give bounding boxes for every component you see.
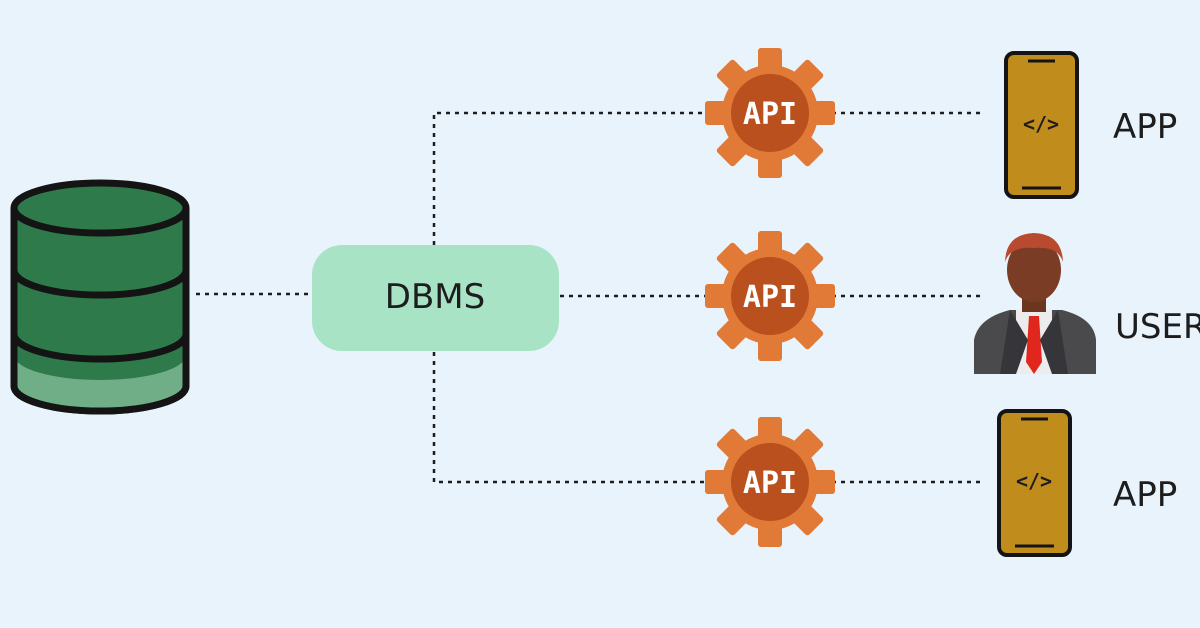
api-label: API	[743, 466, 797, 501]
database-icon	[10, 179, 190, 415]
phone-code-icon: </>	[997, 409, 1072, 557]
dbms-box	[312, 245, 559, 351]
connectors	[196, 111, 985, 484]
api-gear-top: API	[705, 48, 835, 178]
client-label-user: USER	[1115, 307, 1200, 347]
api-label: API	[743, 280, 797, 315]
code-glyph: </>	[1023, 112, 1059, 136]
code-glyph: </>	[1016, 469, 1052, 493]
dbms-to-bottom-api-connector	[432, 352, 712, 484]
client-label-app-top: APP	[1113, 107, 1177, 147]
client-label-app-bottom: APP	[1113, 475, 1177, 515]
user-avatar-icon	[974, 233, 1096, 374]
dbms-to-top-api-connector	[432, 111, 712, 245]
phone-code-icon: </>	[1004, 51, 1079, 199]
api-label: API	[743, 97, 797, 132]
dbms-node: DBMS	[312, 245, 559, 351]
api-gear-middle: API	[705, 231, 835, 361]
api-gear-bottom: API	[705, 417, 835, 547]
dbms-label: DBMS	[385, 277, 485, 317]
